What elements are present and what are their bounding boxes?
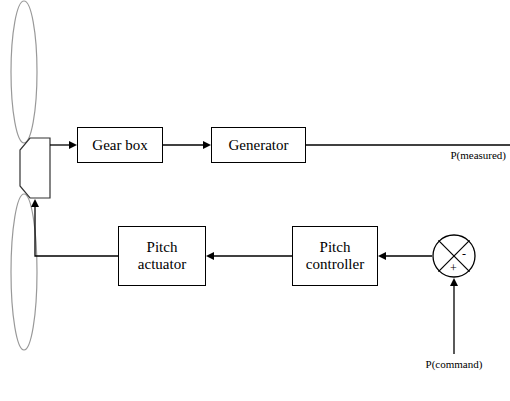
arrow-head xyxy=(203,141,211,149)
upper-blade xyxy=(11,1,37,143)
process-box: Pitch actuator xyxy=(118,226,206,286)
arrow-head xyxy=(450,278,458,286)
box-label: Generator xyxy=(229,137,289,154)
box-label: Gear box xyxy=(92,137,147,154)
arrow-head xyxy=(31,199,39,207)
pitch-feedback-line xyxy=(35,206,118,256)
plus-sign: + xyxy=(450,261,457,275)
signal-arrow xyxy=(385,255,432,256)
box-label: Pitch controller xyxy=(297,239,373,273)
signal-label: P(command) xyxy=(425,358,484,371)
signal-label: P(measured) xyxy=(449,149,507,162)
signal-arrow xyxy=(163,144,204,145)
box-label: Pitch actuator xyxy=(123,239,201,273)
summing-junction: -+ xyxy=(432,234,476,278)
process-box: Generator xyxy=(211,127,306,163)
minus-sign: - xyxy=(462,247,466,261)
lower-blade xyxy=(11,194,37,350)
arrow-head xyxy=(69,141,77,149)
process-box: Gear box xyxy=(77,127,163,163)
command-line xyxy=(453,286,454,354)
shaft-line xyxy=(50,144,70,145)
power-output-line xyxy=(306,144,510,145)
arrow-head xyxy=(206,252,214,260)
arrow-head xyxy=(378,252,386,260)
signal-arrow xyxy=(213,255,292,256)
process-box: Pitch controller xyxy=(292,226,378,286)
hub xyxy=(20,138,50,198)
